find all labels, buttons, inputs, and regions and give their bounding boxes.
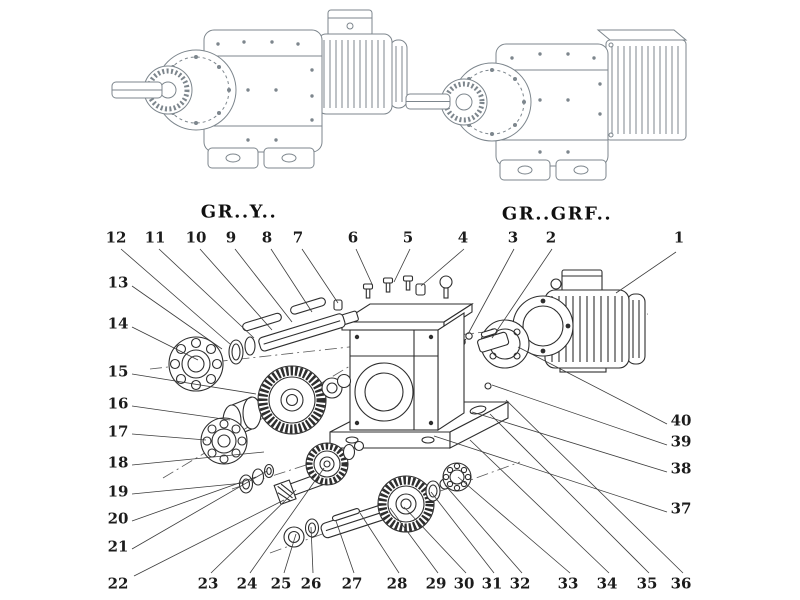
callout-10: 10 (185, 228, 207, 247)
gear-housing-drawing (329, 275, 509, 449)
output-shaft-group-drawing (283, 462, 472, 548)
callout-21: 21 (107, 537, 129, 556)
assembled-view-gr-grf (405, 29, 688, 181)
callout-17: 17 (107, 422, 129, 441)
callout-31: 31 (481, 574, 503, 593)
callout-26: 26 (300, 574, 322, 593)
callout-11: 11 (144, 228, 166, 247)
input-shaft-group-drawing (168, 297, 359, 392)
callout-20: 20 (107, 509, 129, 528)
callout-1: 1 (673, 228, 685, 247)
intermediate-gear-group-drawing (200, 365, 352, 465)
callout-19: 19 (107, 482, 129, 501)
callout-32: 32 (509, 574, 531, 593)
callout-15: 15 (107, 362, 129, 381)
callout-6: 6 (347, 228, 359, 247)
callout-12: 12 (105, 228, 127, 247)
callout-22: 22 (107, 574, 129, 593)
callout-37: 37 (670, 499, 692, 518)
callout-9: 9 (225, 228, 237, 247)
callout-28: 28 (386, 574, 408, 593)
callout-27: 27 (341, 574, 363, 593)
callout-35: 35 (636, 574, 658, 593)
callout-2: 2 (545, 228, 557, 247)
callout-33: 33 (557, 574, 579, 593)
callout-38: 38 (670, 459, 692, 478)
callout-29: 29 (425, 574, 447, 593)
callout-8: 8 (261, 228, 273, 247)
leader-lines (120, 248, 684, 577)
variant-title-gr-y: GR..Y.. (200, 201, 278, 223)
callout-30: 30 (453, 574, 475, 593)
assembled-view-gr-y (111, 9, 408, 169)
callout-14: 14 (107, 314, 129, 333)
callout-4: 4 (457, 228, 469, 247)
callout-36: 36 (670, 574, 692, 593)
motor-drawing (512, 269, 646, 373)
exploded-assembly (168, 269, 646, 548)
callout-3: 3 (507, 228, 519, 247)
callout-34: 34 (596, 574, 618, 593)
callout-16: 16 (107, 394, 129, 413)
callout-40: 40 (670, 411, 692, 430)
callout-24: 24 (236, 574, 258, 593)
callout-7: 7 (292, 228, 304, 247)
callout-18: 18 (107, 453, 129, 472)
callout-5: 5 (402, 228, 414, 247)
variant-title-gr-grf: GR..GRF.. (501, 203, 613, 225)
callout-13: 13 (107, 273, 129, 292)
callout-25: 25 (270, 574, 292, 593)
callout-39: 39 (670, 432, 692, 451)
callout-23: 23 (197, 574, 219, 593)
pinion-shaft-group-drawing (238, 440, 365, 505)
